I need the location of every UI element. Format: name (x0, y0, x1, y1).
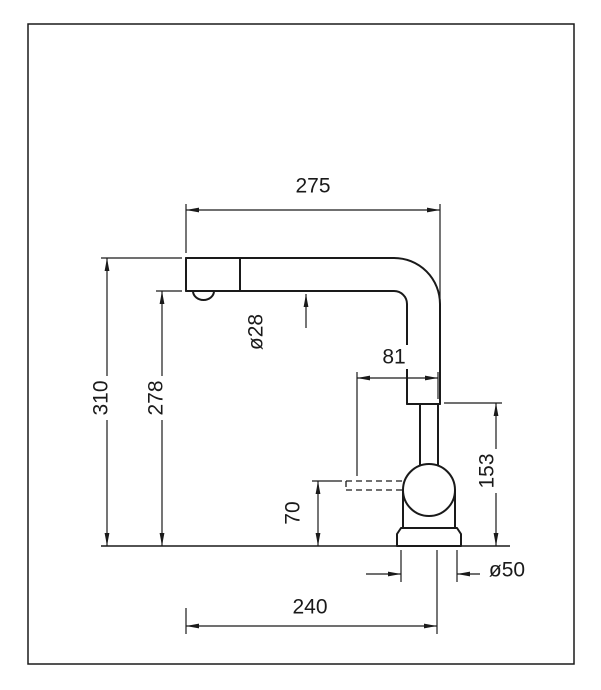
dim-70-label: 70 (282, 501, 305, 524)
label-240: 240 (285, 595, 335, 619)
label-153: 153 (475, 449, 499, 493)
dimension-240 (185, 550, 438, 634)
label-bg (281, 495, 305, 531)
label-278: 278 (144, 376, 168, 420)
label-bg (475, 449, 499, 493)
label-bg (144, 376, 168, 420)
label-275: 275 (288, 174, 338, 198)
label-bg (288, 174, 338, 198)
label-81: 81 (377, 345, 411, 369)
dim-275-label: 275 (295, 175, 330, 198)
label-bg (481, 558, 533, 582)
spout-inner-contour (185, 290, 408, 405)
label-bg (244, 306, 268, 358)
dimension-310 (101, 257, 182, 546)
aerator-outlet (192, 290, 215, 301)
dim-28-label: ø28 (245, 314, 268, 350)
label-bg (285, 595, 335, 619)
dimension-81 (356, 372, 439, 476)
label-bg (89, 376, 113, 420)
dim-153-label: 153 (476, 453, 499, 488)
dim-310-label: 310 (90, 380, 113, 415)
base-flange (396, 527, 462, 547)
body-sphere (402, 463, 456, 517)
dim-240-label: 240 (292, 596, 327, 619)
label-diameter-28: ø28 (244, 306, 268, 358)
dimension-275 (185, 204, 441, 298)
dim-278-label: 278 (145, 380, 168, 415)
label-diameter-50: ø50 (481, 558, 533, 582)
label-70: 70 (281, 495, 305, 531)
label-bg (377, 345, 411, 369)
dimension-70 (312, 480, 342, 546)
dim-50-label: ø50 (489, 559, 525, 582)
label-310: 310 (89, 376, 113, 420)
dimension-50 (366, 550, 480, 582)
drawing-border (27, 23, 575, 665)
faucet-outline (101, 257, 510, 547)
dim-81-label: 81 (382, 346, 405, 369)
spout-outer-contour (185, 257, 441, 405)
